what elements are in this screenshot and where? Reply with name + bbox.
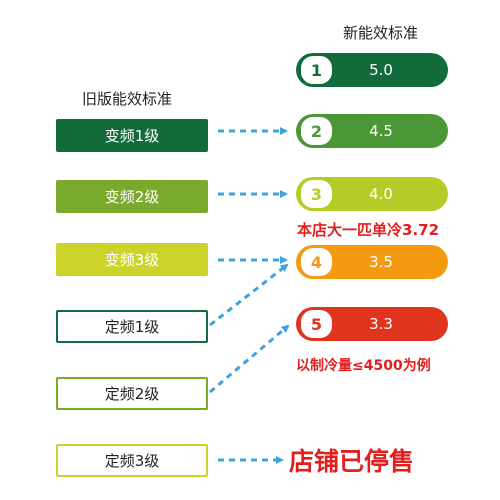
new-level-5: 5 3.3 <box>296 307 448 341</box>
old-level-inverter-3: 变频3级 <box>56 243 208 276</box>
old-standard-title: 旧版能效标准 <box>82 90 173 108</box>
promo-note: 本店大一匹单冷3.72 <box>297 221 440 239</box>
discontinued-note: 店铺已停售 <box>289 447 415 476</box>
new-level-4-value: 3.5 <box>369 253 393 271</box>
arrow-fixed2-to-level5 <box>209 324 290 394</box>
new-level-4: 4 3.5 <box>296 245 448 279</box>
new-level-3-value: 4.0 <box>369 185 393 203</box>
new-level-1-grade: 1 <box>299 54 334 86</box>
example-note: 以制冷量≤4500为例 <box>296 358 431 374</box>
new-level-2-value: 4.5 <box>369 122 393 140</box>
new-level-3: 3 4.0 <box>296 177 448 211</box>
arrow-fixed1-to-level4 <box>209 263 289 327</box>
new-level-2: 2 4.5 <box>296 114 448 148</box>
new-standard-title: 新能效标准 <box>343 24 419 42</box>
new-level-2-grade: 2 <box>299 115 334 147</box>
new-level-5-grade: 5 <box>299 308 334 340</box>
old-level-inverter-2: 变频2级 <box>56 180 208 213</box>
new-level-1: 1 5.0 <box>296 53 448 87</box>
old-level-fixed-1: 定频1级 <box>56 310 208 343</box>
old-level-fixed-2: 定频2级 <box>56 377 208 410</box>
new-level-5-value: 3.3 <box>369 315 393 333</box>
new-level-4-grade: 4 <box>299 246 334 278</box>
old-level-inverter-1: 变频1级 <box>56 119 208 152</box>
new-level-3-grade: 3 <box>299 178 334 210</box>
new-level-1-value: 5.0 <box>369 61 393 79</box>
old-level-fixed-3: 定频3级 <box>56 444 208 477</box>
